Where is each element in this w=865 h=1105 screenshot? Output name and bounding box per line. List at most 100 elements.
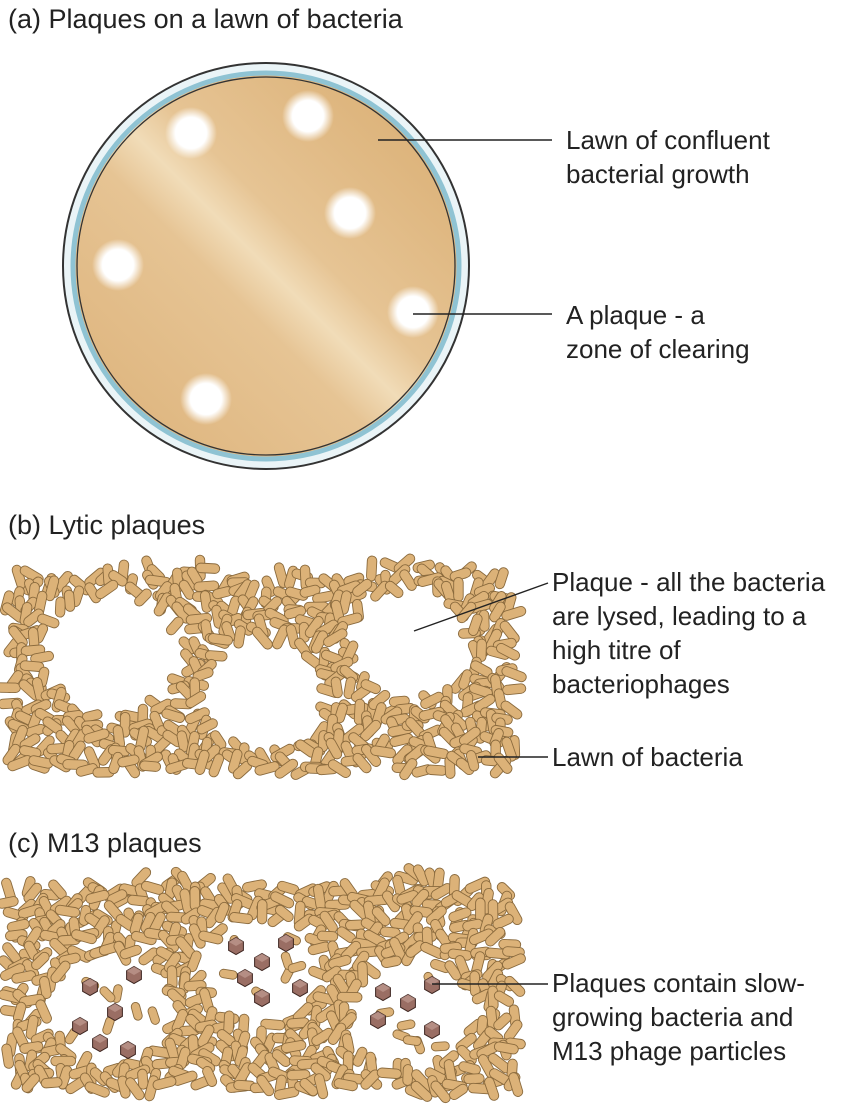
bacterium xyxy=(11,970,36,984)
bacterium xyxy=(484,1076,500,1101)
label-line: zone of clearing xyxy=(566,334,750,364)
bacterium xyxy=(152,1076,177,1091)
label-m13-plaques: Plaques contain slow- growing bacteria a… xyxy=(552,966,805,1068)
bacterium xyxy=(71,929,97,945)
label-plaque-lysed: Plaque - all the bacteria are lysed, lea… xyxy=(552,565,825,701)
bacterium xyxy=(1,1043,15,1069)
label-plaque-clearing: A plaque - a zone of clearing xyxy=(566,298,750,366)
phage-highlight xyxy=(107,1003,123,1012)
phage-highlight xyxy=(400,994,416,1003)
bacterium xyxy=(139,760,162,772)
bacterium xyxy=(448,1083,469,1101)
phage-highlight xyxy=(237,969,253,978)
bacterium xyxy=(402,1035,422,1046)
bacterium xyxy=(380,955,402,969)
bacterium xyxy=(430,1041,450,1052)
bacterium xyxy=(336,991,363,1003)
label-line: Plaques contain slow- xyxy=(552,968,805,998)
bacterium xyxy=(256,1074,275,1097)
bacterium xyxy=(465,750,480,772)
phage-highlight xyxy=(370,1011,386,1020)
bacterium xyxy=(271,1049,291,1067)
bacterium xyxy=(502,683,527,696)
label-line: high titre of xyxy=(552,635,681,665)
bacterium xyxy=(273,562,289,588)
label-line: M13 phage particles xyxy=(552,1036,787,1066)
bacterium xyxy=(410,1080,433,1102)
bacterium xyxy=(463,1073,485,1085)
bacterium xyxy=(125,1077,145,1101)
bacterium xyxy=(352,578,373,597)
bacterium xyxy=(313,1073,329,1100)
dish-plaque xyxy=(387,286,439,338)
bacterium xyxy=(493,752,513,774)
dish-plaques xyxy=(92,90,439,425)
phage-highlight xyxy=(228,937,244,946)
bacterium xyxy=(493,1041,519,1055)
bacterium xyxy=(430,1080,451,1104)
bacterium xyxy=(228,912,254,925)
phage-highlight xyxy=(92,1034,108,1043)
bacterium xyxy=(176,730,190,753)
bacterium xyxy=(184,707,210,725)
bacterium xyxy=(54,904,81,918)
phage-highlight xyxy=(120,1041,136,1050)
phage-highlight xyxy=(292,979,308,988)
bacterium xyxy=(485,927,506,947)
bacterium xyxy=(23,882,43,904)
bacterium xyxy=(352,752,372,774)
panel-b-heading: (b) Lytic plaques xyxy=(8,510,206,540)
bacterium xyxy=(458,726,481,746)
bacterium xyxy=(165,616,184,636)
bacterium xyxy=(256,899,268,925)
bacterium xyxy=(270,891,295,909)
bacterium xyxy=(493,990,515,1007)
bacterium xyxy=(99,986,116,1003)
bacterium xyxy=(21,1073,40,1093)
bacterium xyxy=(194,749,210,775)
bacterium xyxy=(371,906,391,927)
bacterium xyxy=(25,1014,39,1040)
bacterium xyxy=(399,569,417,591)
bacterium xyxy=(31,951,50,971)
bacterium xyxy=(54,596,66,618)
bacterium xyxy=(233,625,246,649)
petri-dish xyxy=(62,62,470,470)
bacterium xyxy=(95,579,119,600)
phage-highlight xyxy=(375,983,391,992)
bacterium xyxy=(85,890,110,904)
bacterium xyxy=(214,901,230,924)
bacterium xyxy=(501,606,527,621)
bacterium xyxy=(493,1012,512,1031)
bacterium xyxy=(299,1078,319,1097)
bacterium xyxy=(84,1081,110,1098)
bacterium xyxy=(352,1046,368,1067)
bacterium xyxy=(130,1002,143,1021)
label-line: are lysed, leading to a xyxy=(552,601,807,631)
label-line: growing bacteria and xyxy=(552,1002,794,1032)
bacterium xyxy=(420,691,444,709)
bacterium xyxy=(137,1068,149,1090)
bacterium xyxy=(468,613,483,636)
bacterium xyxy=(178,579,195,600)
bacterium xyxy=(458,669,473,690)
bacterium xyxy=(499,620,520,644)
m13-lawn xyxy=(0,863,526,1104)
bacterium xyxy=(328,954,352,969)
bacterium xyxy=(202,1066,218,1087)
bacterium xyxy=(316,930,339,942)
lytic-lawn xyxy=(0,553,527,781)
bacterium xyxy=(40,1077,63,1089)
bacterium xyxy=(325,737,343,760)
bacterium xyxy=(287,960,307,973)
bacterium xyxy=(360,679,381,695)
bacterium xyxy=(44,575,60,602)
bacterium xyxy=(198,930,224,945)
phage-highlight xyxy=(82,978,98,987)
bacterium xyxy=(274,758,299,779)
bacterium xyxy=(117,754,140,768)
bacterium xyxy=(280,1040,307,1054)
label-line: A plaque - a xyxy=(566,300,705,330)
bacterium xyxy=(195,562,221,574)
